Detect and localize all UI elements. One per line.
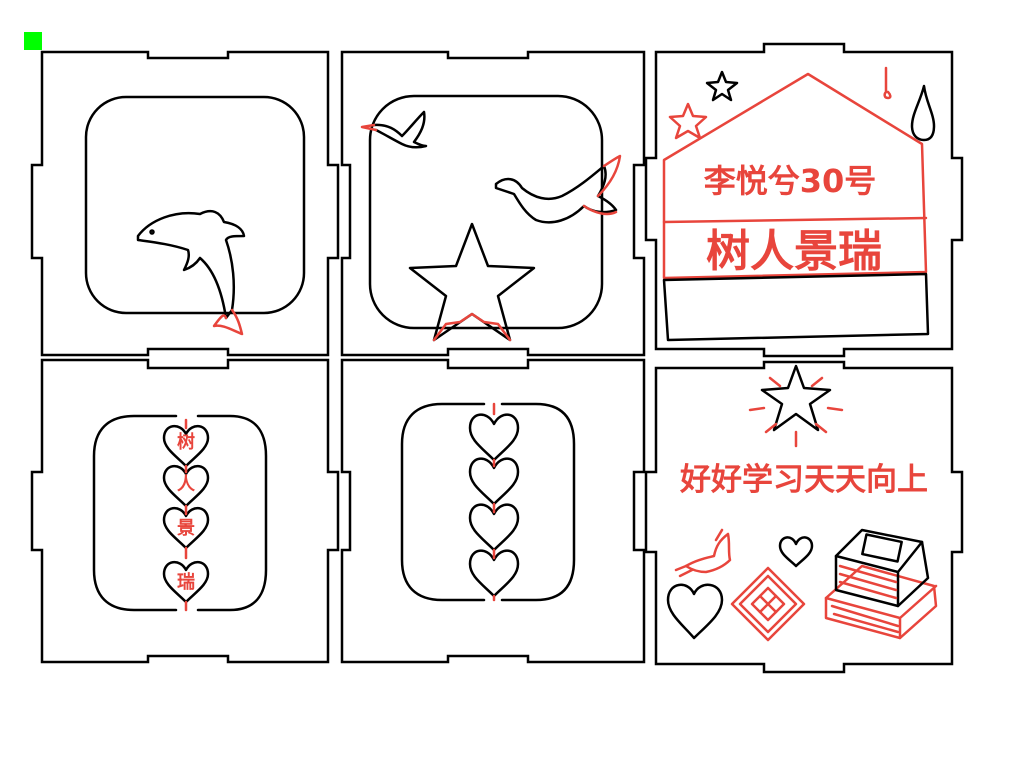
heart-char: 树 xyxy=(177,431,195,453)
panel-dolphin xyxy=(30,50,340,357)
star-icon xyxy=(408,222,536,342)
bird-icon xyxy=(360,110,428,149)
heart-icon xyxy=(778,536,814,568)
panel-outline xyxy=(340,50,646,357)
panel-outline xyxy=(644,42,964,358)
dolphin-icon xyxy=(136,210,246,336)
gift-box-icon xyxy=(730,566,806,642)
panel-outline xyxy=(30,50,340,357)
panel-motto: 好好学习天天向上 xyxy=(644,360,964,674)
bird-icon xyxy=(674,528,732,578)
rounded-window-cutout xyxy=(400,402,576,602)
heart-char: 人 xyxy=(177,474,196,495)
house-icon: 李悦兮30号 树人景瑞 xyxy=(662,72,930,342)
raindrop-icon xyxy=(883,66,892,100)
star-icon xyxy=(668,102,708,140)
panel-hearts-name: 树 人 景 瑞 xyxy=(30,358,340,664)
house-line2: 树人景瑞 xyxy=(706,226,882,277)
heart-icon xyxy=(666,583,724,640)
heart-chain xyxy=(468,402,520,602)
panel-birds-star xyxy=(340,50,646,357)
heart-char: 瑞 xyxy=(177,572,195,593)
sparkle-star-icon xyxy=(748,364,844,448)
motto-text: 好好学习天天向上 xyxy=(679,462,928,498)
book-stack-icon xyxy=(824,528,938,640)
panel-house-sign: 李悦兮30号 树人景瑞 xyxy=(644,42,964,358)
origin-marker xyxy=(24,32,42,50)
raindrop-icon xyxy=(910,84,936,142)
panel-hearts-plain xyxy=(340,358,646,664)
heart-char: 景 xyxy=(177,518,195,539)
house-line1: 李悦兮30号 xyxy=(704,162,877,200)
star-icon xyxy=(705,70,739,102)
rounded-window-cutout xyxy=(84,95,306,315)
goose-icon xyxy=(494,154,622,224)
heart-chain: 树 人 景 瑞 xyxy=(162,418,210,612)
rounded-window-cutout xyxy=(92,414,268,612)
